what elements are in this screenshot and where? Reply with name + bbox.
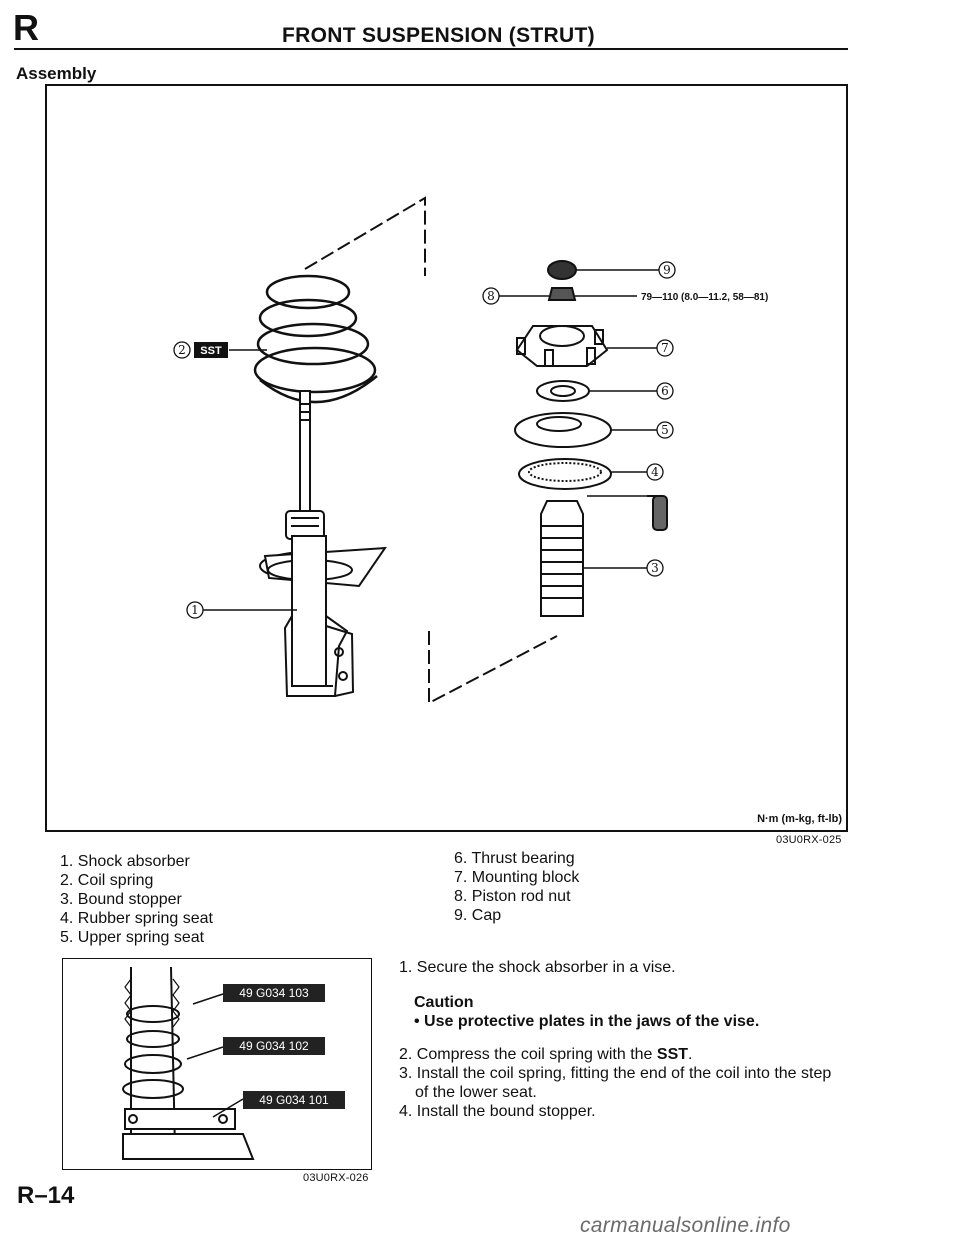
svg-text:9: 9 [663, 263, 671, 277]
caution-text: • Use protective plates in the jaws of t… [414, 1013, 760, 1030]
svg-text:SST: SST [200, 345, 222, 357]
thrust-bearing [536, 380, 590, 402]
mounting-block [515, 325, 657, 367]
figure-code-inset: 03U0RX-026 [303, 1172, 369, 1184]
list-item: 7. Mounting block [454, 869, 580, 886]
procedure-steps: 1. Secure the shock absorber in a vise. … [399, 958, 869, 1121]
list-item: 3. Bound stopper [60, 891, 182, 908]
step-3: 3. Install the coil spring, fitting the … [399, 1065, 832, 1082]
svg-text:1: 1 [191, 603, 199, 617]
callout-4: 4 [646, 463, 664, 481]
sst-tag: SST [194, 342, 228, 358]
list-item: 5. Upper spring seat [60, 929, 205, 946]
watermark: carmanualsonline.info [580, 1214, 791, 1237]
callout-1: 1 [186, 601, 204, 619]
svg-text:49 G034 103: 49 G034 103 [239, 986, 309, 1000]
svg-text:8: 8 [487, 289, 495, 303]
coil-spring [253, 274, 378, 404]
callout-6: 6 [656, 382, 674, 400]
page-title: FRONT SUSPENSION (STRUT) [282, 24, 595, 47]
callout-2: 2 [173, 341, 191, 359]
piston-rod-nut [547, 287, 577, 301]
bound-stopper [540, 500, 647, 617]
callout-9: 9 [658, 261, 676, 279]
cap-part [547, 260, 577, 280]
tool-label-103: 49 G034 103 [223, 984, 325, 1002]
sst-emphasis: SST [656, 1046, 689, 1063]
callout-7: 7 [656, 339, 674, 357]
svg-text:3: 3 [651, 561, 659, 575]
callout-8: 8 [482, 287, 500, 305]
step-1: 1. Secure the shock absorber in a vise. [399, 959, 676, 976]
rubber-spring-seat [518, 458, 612, 490]
assembly-heading: Assembly [16, 64, 97, 83]
list-item: 4. Rubber spring seat [60, 910, 213, 927]
svg-text:2: 2 [178, 343, 186, 357]
svg-text:49 G034 101: 49 G034 101 [259, 1093, 329, 1107]
tool-label-102: 49 G034 102 [223, 1037, 325, 1055]
guide-line-bottom [428, 631, 558, 705]
parts-list-left: 1. Shock absorber 2. Coil spring 3. Boun… [60, 852, 213, 947]
grease-tube [647, 495, 668, 531]
shock-absorber [259, 390, 387, 697]
sst-figure-frame [62, 958, 372, 1170]
callout-3: 3 [646, 559, 664, 577]
figure-code-main: 03U0RX-025 [776, 834, 842, 846]
header-rule [14, 48, 848, 50]
list-item: 2. Coil spring [60, 872, 154, 889]
spring-compressor-diagram: 49 G034 103 49 G034 102 49 G034 101 [122, 966, 345, 1160]
svg-text:7: 7 [661, 341, 669, 355]
strut-exploded-diagram: 9 8 7 6 5 4 3 2 1 SST 79—110 (8.0—11.2, … [173, 196, 768, 705]
step-2: 2. Compress the coil spring with the SST… [399, 1046, 693, 1063]
list-item: 9. Cap [454, 907, 502, 924]
callout-5: 5 [656, 421, 674, 439]
svg-text:49 G034 102: 49 G034 102 [239, 1039, 309, 1053]
step-4: 4. Install the bound stopper. [399, 1103, 596, 1120]
parts-list-right: 6. Thrust bearing 7. Mounting block 8. P… [454, 849, 579, 925]
section-letter: R [13, 7, 39, 48]
list-item: 6. Thrust bearing [454, 850, 575, 867]
svg-text:6: 6 [661, 384, 669, 398]
page-number: R–14 [17, 1182, 75, 1209]
assembly-figure-frame [45, 84, 848, 832]
torque-unit: N·m (m-kg, ft-lb) [757, 813, 842, 825]
caution-title: Caution [414, 994, 474, 1011]
step-3-continued: of the lower seat. [415, 1084, 537, 1101]
tool-label-101: 49 G034 101 [243, 1091, 345, 1109]
list-item: 8. Piston rod nut [454, 888, 571, 905]
torque-spec: 79—110 (8.0—11.2, 58—81) [641, 292, 768, 303]
svg-text:4: 4 [651, 465, 659, 479]
svg-text:5: 5 [661, 423, 669, 437]
list-item: 1. Shock absorber [60, 853, 190, 870]
guide-line-top [304, 196, 426, 276]
